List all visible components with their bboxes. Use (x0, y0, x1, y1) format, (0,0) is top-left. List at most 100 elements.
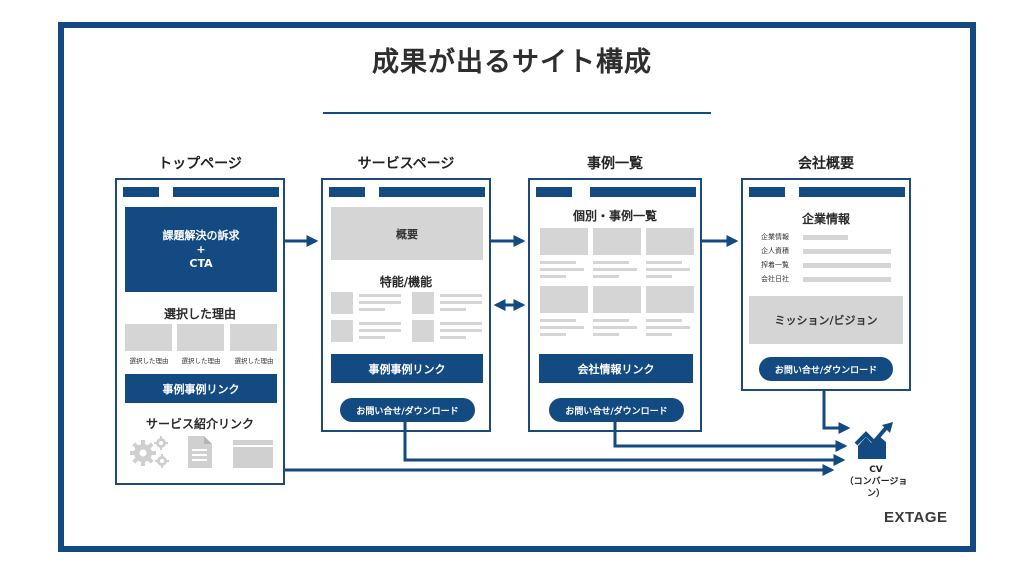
features-heading: 特能/機能 (379, 275, 433, 289)
case-text-line (593, 275, 619, 278)
reasons-heading: 選択した理由 (163, 307, 236, 321)
feature-text-line (440, 329, 482, 332)
feature-text-line (359, 336, 385, 339)
reason-image (177, 324, 224, 351)
feature-text-line (359, 308, 385, 311)
hero-text: 課題解決の訴求 (162, 228, 240, 242)
reason-caption: 選択した理由 (234, 357, 274, 365)
reason-caption: 選択した理由 (181, 357, 221, 365)
case-text-line (646, 333, 672, 336)
company-info-link-button[interactable]: 会社情報リンク (539, 354, 693, 383)
case-text-line (593, 326, 637, 329)
info-row-value (803, 235, 848, 240)
nav-logo-bar (536, 187, 572, 197)
service-page-wireframe: 概要 特能/機能 事例事例リンク お問い合せ/ダウンロード (321, 178, 491, 432)
contact-download-button[interactable]: お問い合せ/ダウンロード (549, 398, 684, 422)
hero-plus: + (196, 242, 206, 256)
cv-label: CV （コンバージョン） (838, 464, 914, 500)
feature-text-line (440, 294, 482, 297)
title-underline (323, 112, 711, 114)
arrow-company-cta-to-cv (822, 391, 851, 434)
info-row-label: 会社日社 (761, 275, 789, 283)
case-link-button[interactable]: 事例事例リンク (331, 354, 483, 383)
company-link-label: 会社情報リンク (577, 362, 655, 376)
nav-menu-bar (173, 187, 279, 197)
case-list-wireframe: 個別・事例一覧 会社情報リンク お問い合せ/ダウンロード (528, 178, 702, 432)
case-link-label: 事例事例リンク (368, 362, 446, 376)
feature-text-line (440, 336, 466, 339)
feature-text-line (440, 322, 482, 325)
case-text-line (540, 333, 566, 336)
feature-text-line (359, 294, 401, 297)
case-text-line (593, 268, 637, 271)
growth-chart-icon (854, 422, 893, 459)
case-card-image[interactable] (646, 228, 694, 255)
cv-subtitle: （コンバージョン） (844, 477, 908, 499)
cta-label: お問い合せ/ダウンロード (356, 406, 459, 417)
case-card-image[interactable] (540, 286, 588, 313)
mission-vision-block: ミッション/ビジョン (749, 296, 903, 344)
info-row-value (803, 277, 891, 282)
nav-logo-bar (123, 187, 159, 197)
nav-menu-bar (379, 187, 485, 197)
logo-text: EXTAGE (884, 509, 948, 526)
reason-image (230, 324, 277, 351)
label-service-page: サービスページ (357, 156, 455, 172)
case-text-line (540, 261, 576, 264)
info-row-label: 企人資積 (761, 247, 789, 255)
case-card-image[interactable] (646, 286, 694, 313)
nav-menu-bar (590, 187, 696, 197)
feature-text-line (359, 322, 401, 325)
case-text-line (540, 275, 566, 278)
top-page-wireframe: 課題解決の訴求 + CTA 選択した理由 選択した理由 選択した理由 選択した理… (115, 178, 285, 485)
page-title: 成果が出るサイト構成 (372, 47, 652, 78)
cv-title: CV (869, 465, 883, 475)
case-card-image[interactable] (593, 228, 641, 255)
mission-label: ミッション/ビジョン (774, 314, 878, 327)
case-text-line (593, 319, 629, 322)
arrow-service-cta-to-cv (403, 420, 846, 466)
case-list-heading: 個別・事例一覧 (572, 209, 657, 223)
company-info-heading: 企業情報 (801, 212, 850, 226)
case-link-button[interactable]: 事例事例リンク (125, 374, 277, 403)
feature-text-line (359, 329, 401, 332)
hero-cta: CTA (189, 256, 213, 270)
arrow-cases-cta-to-cv (613, 420, 848, 452)
info-row-label: 搾着一覧 (761, 261, 789, 269)
cta-label: お問い合せ/ダウンロード (774, 365, 878, 376)
contact-download-button[interactable]: お問い合せ/ダウンロード (759, 357, 893, 381)
case-text-line (540, 326, 584, 329)
feature-text-line (440, 301, 482, 304)
company-page-wireframe: 企業情報 企業情報 企人資積 搾着一覧 会社日社 ミッション/ビジョン お問い合… (741, 178, 911, 391)
window-icon[interactable] (233, 440, 273, 468)
feature-thumb (412, 320, 434, 342)
info-row-label: 企業情報 (761, 233, 789, 241)
feature-thumb (331, 292, 353, 314)
case-text-line (646, 326, 690, 329)
case-link-label: 事例事例リンク (162, 382, 240, 396)
case-card-image[interactable] (593, 286, 641, 313)
reason-image (125, 324, 172, 351)
gears-icon[interactable] (129, 435, 171, 469)
info-row-value (803, 263, 891, 268)
overview-block: 概要 (331, 207, 483, 260)
case-card-image[interactable] (540, 228, 588, 255)
nav-logo-bar (329, 187, 365, 197)
case-text-line (593, 333, 619, 336)
contact-download-button[interactable]: お問い合せ/ダウンロード (340, 398, 475, 422)
case-text-line (646, 275, 672, 278)
label-case-list: 事例一覧 (587, 156, 643, 172)
service-link-heading: サービス紹介リンク (145, 417, 254, 431)
cta-label: お問い合せ/ダウンロード (565, 406, 668, 417)
feature-thumb (331, 320, 353, 342)
label-top-page: トップページ (158, 156, 242, 172)
case-text-line (646, 261, 682, 264)
feature-text-line (359, 301, 401, 304)
hero-cta-block[interactable]: 課題解決の訴求 + CTA (125, 207, 277, 292)
case-text-line (646, 319, 682, 322)
label-company: 会社概要 (798, 156, 854, 172)
nav-menu-bar (799, 187, 905, 197)
reason-caption: 選択した理由 (129, 357, 169, 365)
document-icon[interactable] (187, 435, 213, 469)
